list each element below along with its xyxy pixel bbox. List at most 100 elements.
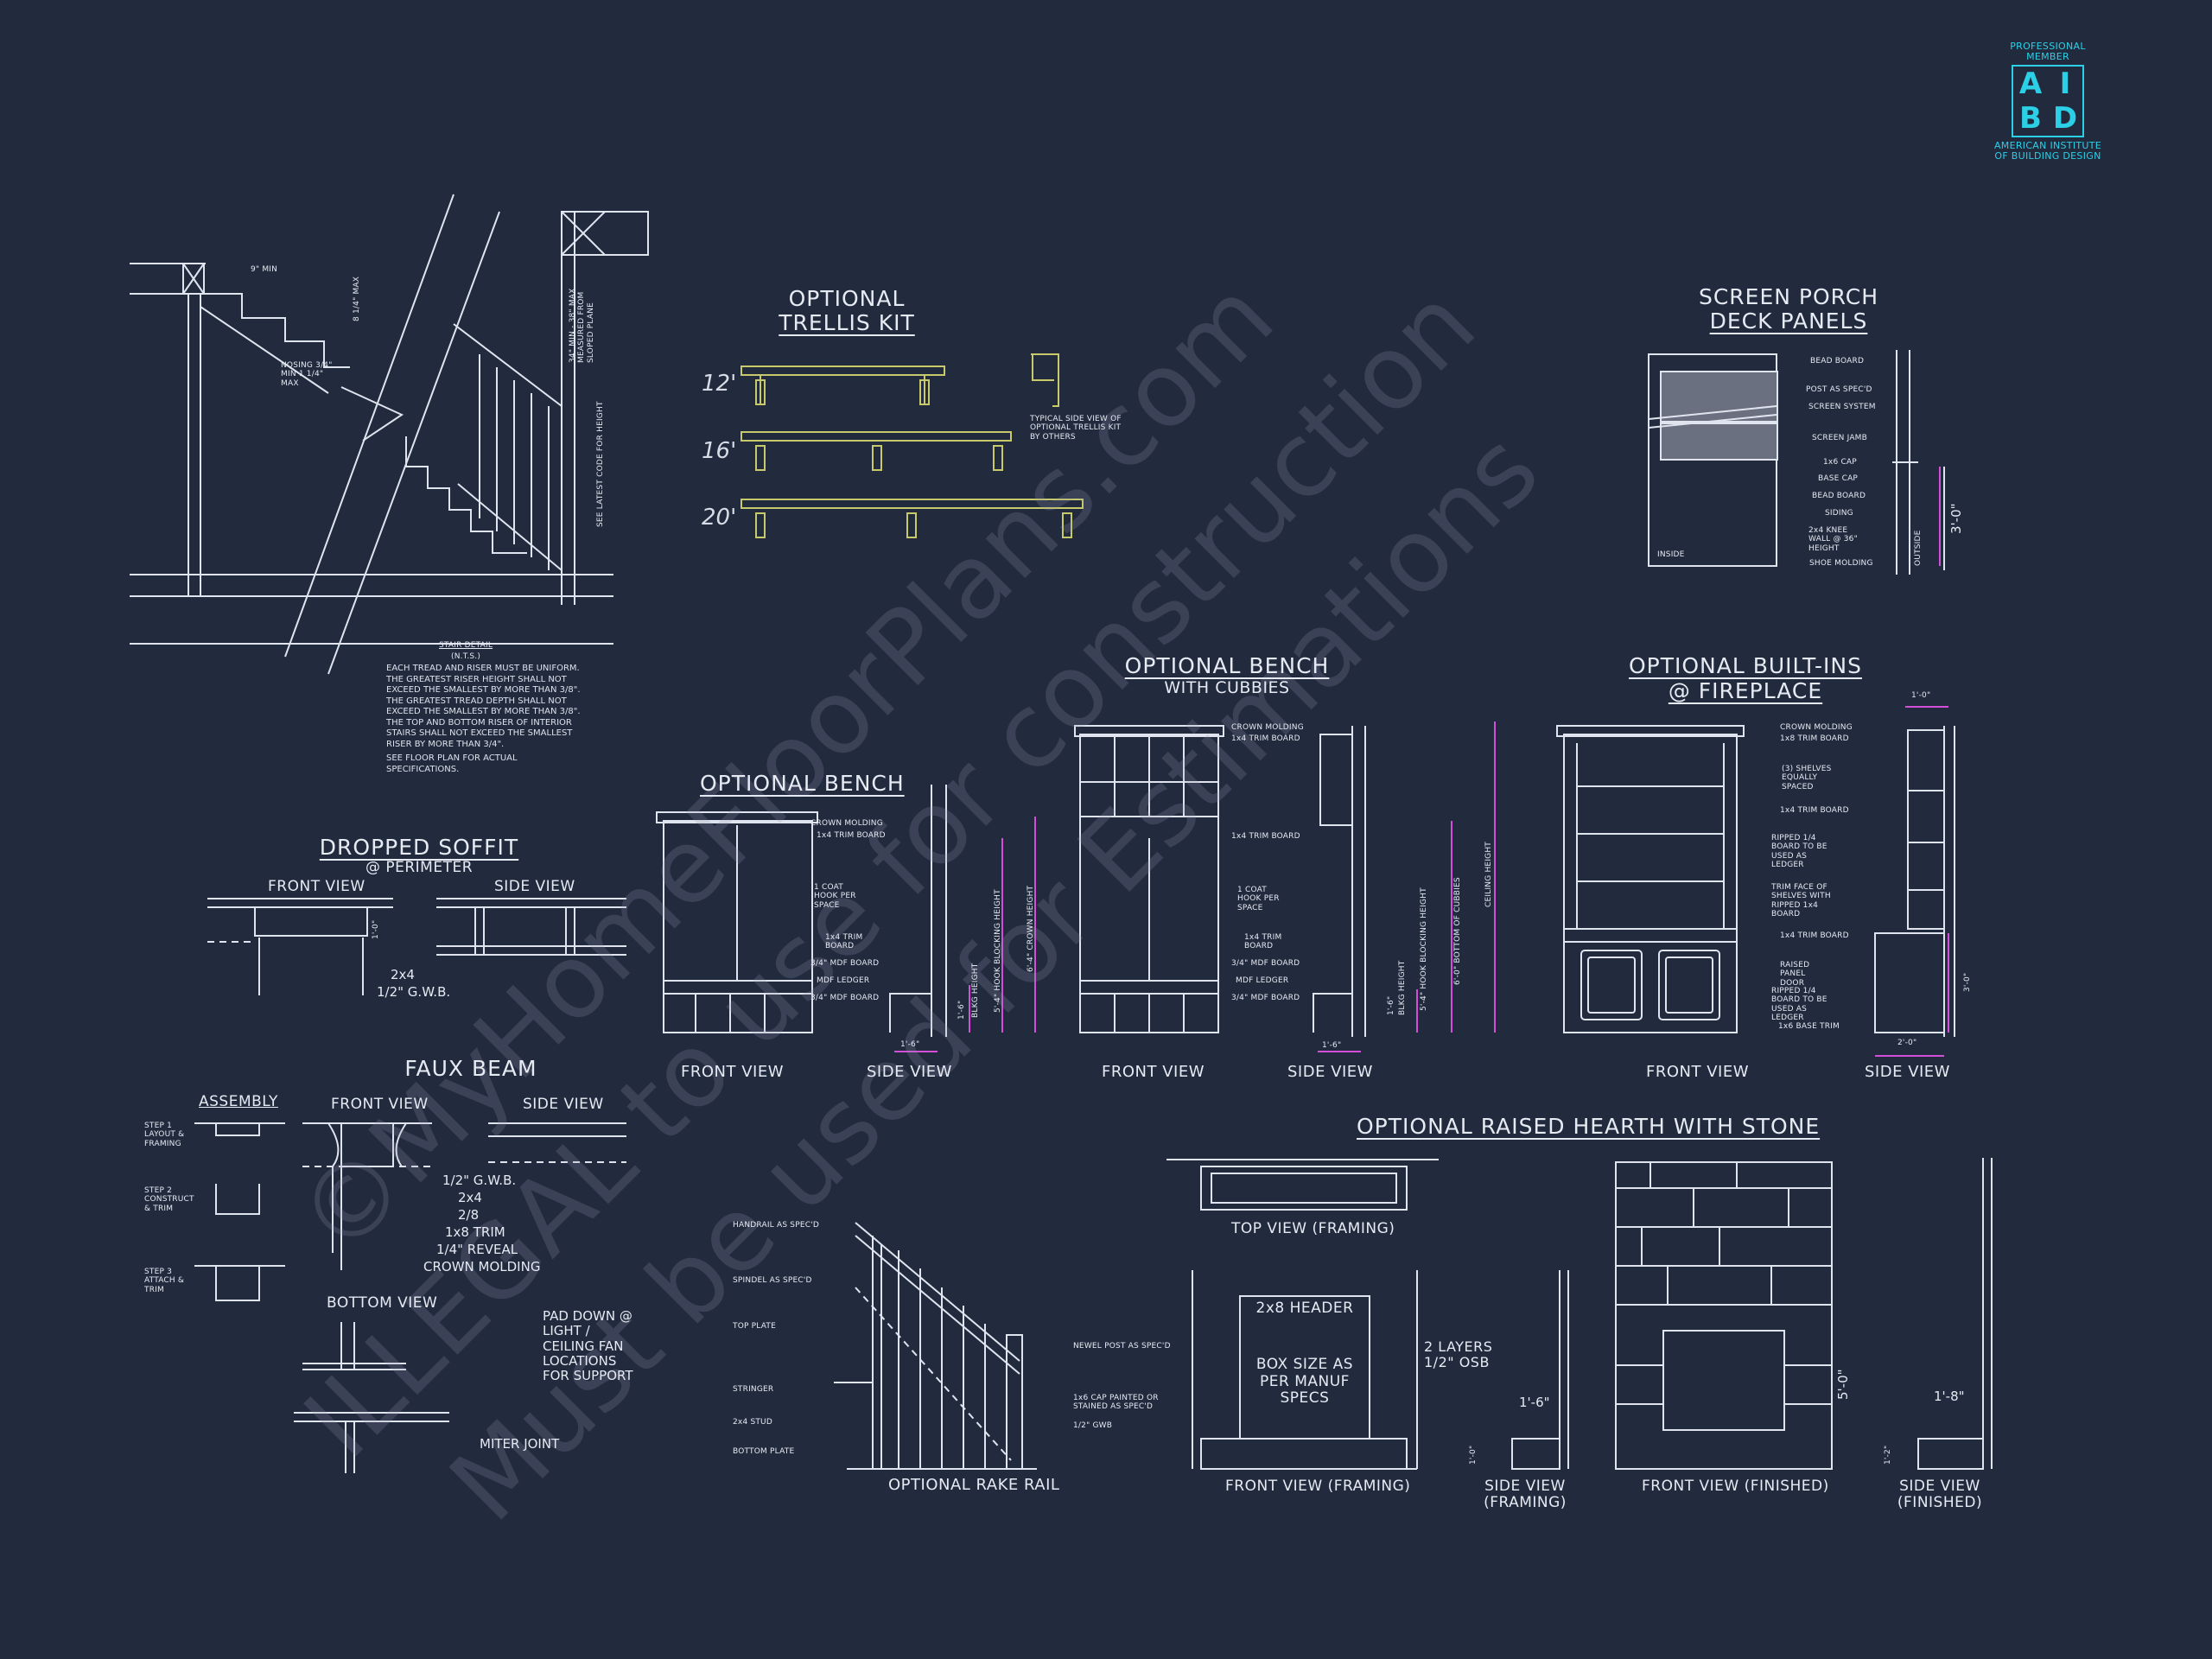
logo-bottom-text: AMERICAN INSTITUTE OF BUILDING DESIGN [1993,140,2102,162]
soffit-label-gwb: 1/2" G.W.B. [377,984,451,1000]
hearth-dim-depth-finished: 1'-8" [1934,1389,1965,1404]
builtins-dim-depth: 1'-0" [1911,691,1931,700]
faux-beam-miter-label: MITER JOINT [480,1436,560,1452]
porch-label-knee-wall: 2x4 KNEE WALL @ 36" HEIGHT [1808,526,1858,553]
porch-label-cap: 1x6 CAP [1823,458,1857,467]
builtins-label-ledger-2: RIPPED 1/4 BOARD TO BE USED AS LEDGER [1771,987,1827,1023]
hearth-dim-opening: 5'-0" [1835,1369,1851,1400]
rake-label-gwb: 1/2" GWB [1073,1421,1113,1430]
stair-detail-title: STAIR DETAIL [439,641,493,650]
faux-beam-callout-reveal: 1/4" REVEAL [436,1242,518,1257]
porch-label-bead-board-2: BEAD BOARD [1812,492,1866,500]
bench-label-crown: CROWN MOLDING [810,819,883,828]
cubbies-dim-ceiling: CEILING HEIGHT [1484,841,1493,907]
rake-label-handrail: HANDRAIL AS SPEC'D [733,1221,820,1230]
faux-beam-side-view-label: SIDE VIEW [523,1096,604,1113]
hearth-front-framing-label: FRONT VIEW (FRAMING) [1225,1478,1411,1495]
cubbies-label-coat-hook: 1 COAT HOOK PER SPACE [1237,886,1280,912]
cubbies-side-view-label: SIDE VIEW [1287,1063,1373,1081]
rake-label-newel: NEWEL POST AS SPEC'D [1073,1342,1171,1351]
faux-beam-step-2: STEP 2 CONSTRUCT & TRIM [144,1186,194,1213]
bench-cubbies-title-line1: OPTIONAL BENCH [1124,653,1330,678]
cubbies-label-mdf-board-2: 3/4" MDF BOARD [1231,994,1300,1002]
logo-letter-a: A [2018,67,2043,102]
builtins-label-door: RAISED PANEL DOOR [1780,961,1810,988]
cubbies-label-mdf-ledger: MDF LEDGER [1236,976,1289,985]
hearth-dim-depth-framing: 1'-6" [1519,1395,1550,1410]
bench-dim-seat: 1'-6" [957,1000,966,1020]
dimension-accents [894,467,1949,1057]
builtins-label-base-trim: 1x6 BASE TRIM [1778,1022,1840,1031]
bench-side-view-label: SIDE VIEW [867,1063,952,1081]
cubbies-label-mdf-board: 3/4" MDF BOARD [1231,959,1300,968]
soffit-label-2x4: 2x4 [391,967,415,982]
stair-notes: EACH TREAD AND RISER MUST BE UNIFORM. TH… [386,664,585,775]
porch-inside-label: INSIDE [1657,550,1685,559]
logo-top-text: PROFESSIONAL MEMBER [2010,41,2086,62]
soffit-title: DROPPED SOFFIT [319,835,519,860]
builtins-title-line1: OPTIONAL BUILT-INS [1628,653,1862,678]
cubbies-dim-hook: 5'-4" HOOK BLOCKING HEIGHT [1420,887,1428,1011]
builtins-dim-height: 3'-0" [1963,972,1972,992]
trellis-title-line2: TRELLIS KIT [779,310,915,335]
hearth-drawing [1166,1158,1993,1470]
faux-beam-drawing [194,1122,626,1473]
logo-letter-d: D [2052,101,2078,137]
builtins-label-shelves: (3) SHELVES EQUALLY SPACED [1782,765,1832,791]
stair-notes-text: EACH TREAD AND RISER MUST BE UNIFORM. TH… [386,664,581,749]
builtins-label-trim-2: 1x4 TRIM BOARD [1780,806,1849,815]
faux-beam-callout-28: 2/8 [458,1207,480,1223]
soffit-subtitle: @ PERIMETER [365,859,474,876]
trellis-kit-drawing [741,353,1084,538]
bench-label-mdf-board: 3/4" MDF BOARD [810,959,880,968]
faux-beam-callout-crown: CROWN MOLDING [423,1259,541,1274]
hearth-box-size-label: BOX SIZE AS PER MANUF SPECS [1255,1356,1354,1408]
hearth-osb-label: 2 LAYERS 1/2" OSB [1424,1338,1493,1371]
cubbies-label-trim-2: 1x4 TRIM BOARD [1231,832,1300,841]
trellis-size-16: 16' [702,438,737,464]
bench-label-mdf-board-2: 3/4" MDF BOARD [810,994,880,1002]
builtins-side-view-label: SIDE VIEW [1865,1063,1950,1081]
cubbies-dim-blkg: BLKG HEIGHT [1398,960,1407,1015]
logo-letter-b: B [2019,101,2042,137]
hearth-title: OPTIONAL RAISED HEARTH WITH STONE [1357,1114,1821,1139]
soffit-side-view-label: SIDE VIEW [494,878,575,895]
bench-dim-blkg: BLKG HEIGHT [971,963,980,1018]
soffit-front-view-label: FRONT VIEW [268,878,365,895]
stair-detail-drawing [130,194,649,675]
faux-beam-step-1: STEP 1 LAYOUT & FRAMING [144,1122,185,1148]
hearth-header-label: 2x8 HEADER [1255,1300,1354,1317]
cubbies-label-trim-1: 1x4 TRIM BOARD [1231,734,1300,743]
porch-label-screen-system: SCREEN SYSTEM [1808,403,1876,411]
stair-detail-scale: (N.T.S.) [451,652,481,661]
soffit-dim: 1'-0" [372,919,380,939]
faux-beam-bottom-view-label: BOTTOM VIEW [327,1294,438,1312]
builtins-label-crown: CROWN MOLDING [1780,723,1853,732]
cubbies-label-crown: CROWN MOLDING [1231,723,1304,732]
porch-label-bead-board: BEAD BOARD [1810,357,1865,365]
porch-label-shoe-molding: SHOE MOLDING [1809,559,1873,568]
builtins-label-trim-1: 1x8 TRIM BOARD [1780,734,1849,743]
logo-letter-i: I [2059,67,2071,102]
bench-cubbies-title-line2: WITH CUBBIES [1164,678,1290,697]
screen-porch-drawing [1648,350,1945,575]
bench-label-mdf-ledger: MDF LEDGER [817,976,870,985]
trellis-title-line1: OPTIONAL [788,286,906,311]
hearth-side-finished-label-2: (FINISHED) [1897,1494,1983,1511]
stair-tread-label: 9" MIN [251,265,278,274]
hearth-side-finished-label-1: SIDE VIEW [1899,1478,1980,1495]
cubbies-front-view-label: FRONT VIEW [1102,1063,1205,1081]
faux-beam-front-view-label: FRONT VIEW [331,1096,429,1113]
bench-front-view-label: FRONT VIEW [681,1063,785,1081]
cubbies-dim-bottom: 6'-0" BOTTOM OF CUBBIES [1453,877,1462,985]
rake-label-stud: 2x4 STUD [733,1418,772,1427]
screen-porch-title-line2: DECK PANELS [1709,308,1868,334]
porch-label-base-cap: BASE CAP [1818,474,1859,483]
porch-outside-label: OUTSIDE [1914,530,1923,566]
cubbies-label-trim-3: 1x4 TRIM BOARD [1244,933,1282,951]
faux-beam-callout-trim: 1x8 TRIM [445,1224,505,1240]
stair-guard-label: SEE LATEST CODE FOR HEIGHT [596,401,605,527]
builtins-dim-base-depth: 2'-0" [1897,1039,1917,1047]
bench-dim-depth: 1'-6" [900,1040,920,1049]
